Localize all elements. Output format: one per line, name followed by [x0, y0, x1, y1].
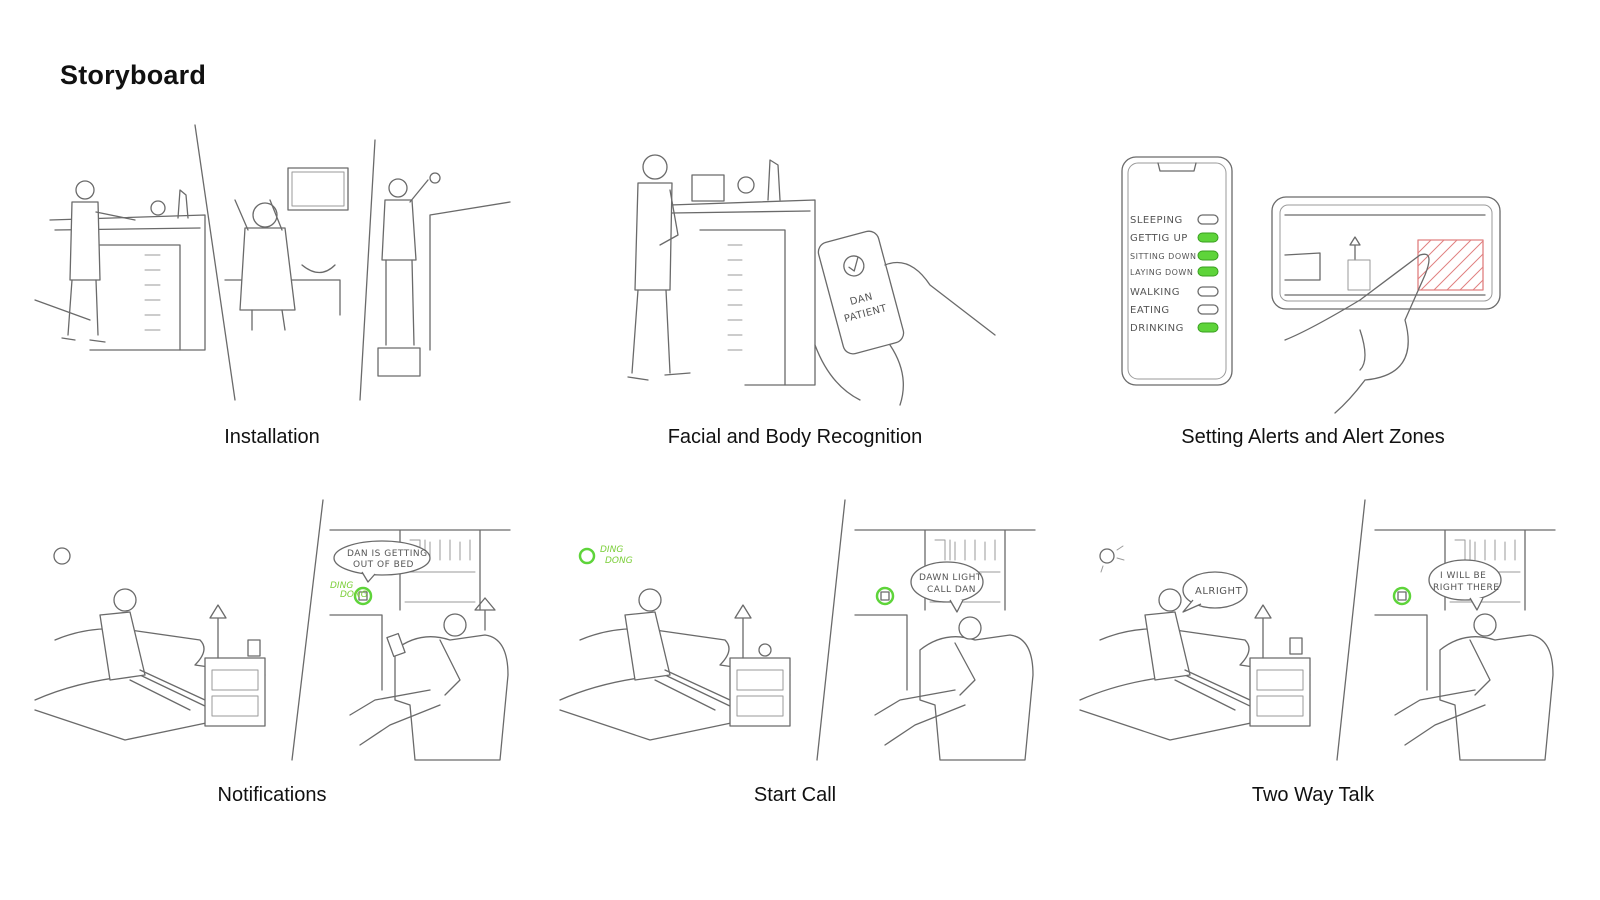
start-call-sound-1: DING: [600, 545, 623, 555]
panel-caption-alerts: Setting Alerts and Alert Zones: [1181, 426, 1445, 448]
start-call-sound-2: DONG: [605, 556, 633, 566]
notification-bubble-line-2: OUT OF BED: [353, 560, 414, 570]
talk-bubble-right-line-1: I WILL BE: [1440, 571, 1486, 581]
camera-device-icon: [578, 547, 596, 565]
toggle-laying-down[interactable]: [1197, 266, 1219, 277]
storyboard-panel-notifications: DAN IS GETTING OUT OF BED DING DONG: [30, 499, 520, 775]
alert-label-walking: WALKING: [1130, 287, 1180, 298]
toggle-walking[interactable]: [1197, 286, 1219, 297]
panel-caption-installation: Installation: [224, 426, 320, 448]
talk-bubble-right-line-2: RIGHT THERE: [1433, 583, 1499, 593]
talk-bubble-left: ALRIGHT: [1195, 586, 1243, 597]
toggle-drinking[interactable]: [1197, 322, 1219, 333]
camera-device-icon: [53, 547, 71, 565]
toggle-getting-up[interactable]: [1197, 232, 1219, 243]
storyboard-panel-installation: [30, 120, 520, 410]
panel-caption-two-way-talk: Two Way Talk: [1251, 784, 1375, 806]
start-call-bubble-line-1: DAWN LIGHT: [919, 573, 982, 583]
installation-sketch: [34, 124, 511, 401]
alert-label-sitting-down: SITTING DOWN: [1130, 252, 1197, 261]
alert-label-getting-up: GETTIG UP: [1130, 233, 1188, 244]
camera-device-icon: [1099, 548, 1115, 564]
start-call-bubble-line-2: CALL DAN: [927, 585, 976, 595]
storyboard-panel-start-call: DING DONG DAWN LIGHT CALL DAN: [555, 499, 1045, 775]
notification-sound-2: DONG: [340, 590, 368, 600]
alert-label-laying-down: LAYING DOWN: [1130, 268, 1193, 277]
two-way-talk-sketch: ALRIGHT I WILL BE RIGHT THERE: [1079, 499, 1556, 761]
notification-bubble-line-1: DAN IS GETTING: [347, 549, 428, 559]
alert-toggle-list: SLEEPING GETTIG UP SITTING DOWN LAYING D…: [1130, 214, 1219, 334]
facial-recognition-sketch: DAN PATIENT: [627, 154, 996, 406]
toggle-sleeping[interactable]: [1197, 214, 1219, 225]
alert-label-drinking: DRINKING: [1130, 323, 1184, 334]
toggle-eating[interactable]: [1197, 304, 1219, 315]
start-call-sketch: DING DONG DAWN LIGHT CALL DAN: [559, 499, 1036, 761]
panel-caption-facial-recognition: Facial and Body Recognition: [667, 426, 923, 448]
page-title: Storyboard: [60, 60, 207, 90]
panel-caption-start-call: Start Call: [753, 784, 837, 806]
storyboard-panel-two-way-talk: ALRIGHT I WILL BE RIGHT THERE: [1075, 499, 1565, 775]
alert-label-eating: EATING: [1130, 305, 1170, 316]
storyboard-panel-alerts: SLEEPING GETTIG UP SITTING DOWN LAYING D…: [1120, 155, 1510, 420]
toggle-sitting-down[interactable]: [1197, 250, 1219, 261]
alerts-sketch: SLEEPING GETTIG UP SITTING DOWN LAYING D…: [1121, 156, 1501, 414]
notification-sound-1: DING: [330, 581, 353, 591]
alert-label-sleeping: SLEEPING: [1130, 215, 1183, 226]
storyboard-panel-facial-recognition: DAN PATIENT: [600, 145, 1000, 415]
panel-caption-notifications: Notifications: [217, 784, 327, 806]
notifications-sketch: DAN IS GETTING OUT OF BED DING DONG: [34, 499, 511, 761]
